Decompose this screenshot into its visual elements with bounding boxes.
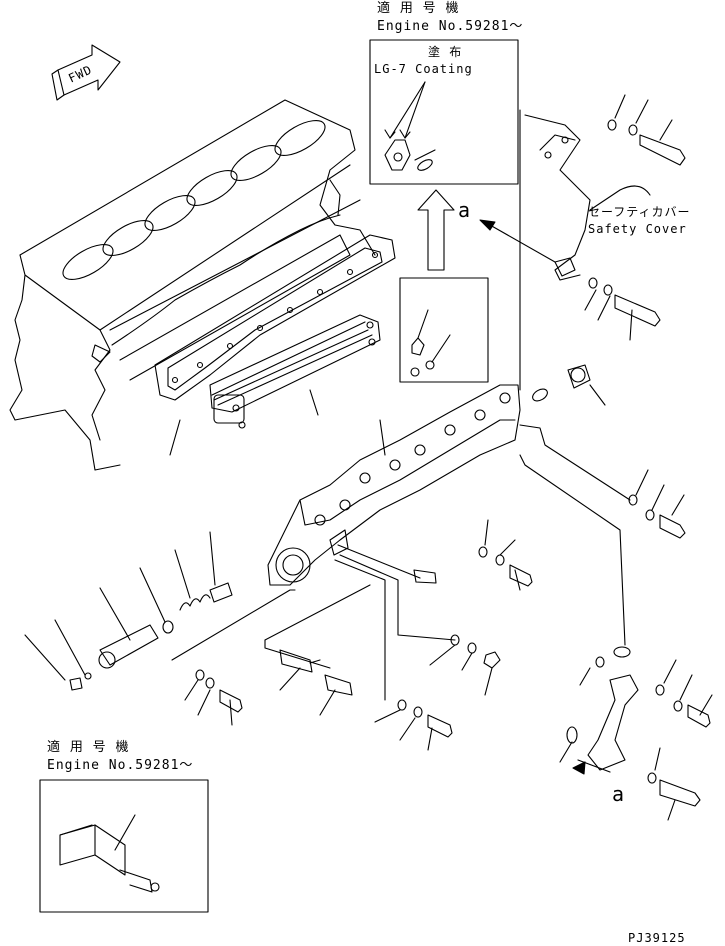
sensor-drawing — [264, 584, 371, 716]
bolt-set-lower-right — [647, 659, 713, 821]
regulator-valve-drawing — [24, 531, 233, 691]
small-detail-box — [399, 277, 489, 383]
gasket-drawing — [154, 234, 396, 456]
plug-drawing — [532, 364, 606, 406]
bolt-set-middle — [337, 519, 533, 591]
up-arrow-icon — [417, 189, 455, 271]
ref-mark-lower: a — [612, 782, 625, 806]
bolt-set-mid-right — [628, 469, 686, 539]
bolt-set-lower-middle — [334, 559, 453, 751]
safety-cover-jp: セーフティカバー — [588, 205, 691, 219]
coating-detail-drawing — [384, 81, 436, 171]
bottom-note-jp: 適 用 号 機 — [47, 740, 130, 755]
top-note-jp: 適 用 号 機 — [377, 1, 460, 16]
top-note-en: Engine No.59281～ — [377, 19, 524, 34]
coating-en: LG-7 Coating — [374, 62, 473, 76]
nut-drawing — [339, 554, 501, 696]
fwd-arrow-icon — [51, 44, 121, 101]
coating-detail-box — [369, 39, 519, 185]
oil-cooler-element-drawing — [209, 314, 381, 429]
drawing-code: PJ39125 — [628, 931, 686, 945]
small-detail-drawing — [410, 309, 451, 377]
bolt-set-safety-cover — [584, 277, 661, 341]
oil-pipe-drawing — [519, 454, 639, 775]
ref-mark-upper: a — [458, 198, 471, 222]
coating-jp: 塗 布 — [428, 45, 463, 59]
bottom-detail-box — [39, 779, 209, 913]
a-arrow-icon — [479, 219, 556, 263]
bottom-note-en: Engine No.59281～ — [47, 758, 194, 773]
oil-cooler-cover-drawing — [267, 384, 631, 586]
safety-cover-en: Safety Cover — [588, 222, 687, 236]
cylinder-block-drawing — [9, 99, 376, 471]
bolt-set-top-right — [607, 94, 686, 166]
bottom-detail-drawing — [59, 814, 160, 893]
bolt-set-lower-left — [171, 589, 296, 726]
safety-cover-drawing — [519, 109, 651, 391]
